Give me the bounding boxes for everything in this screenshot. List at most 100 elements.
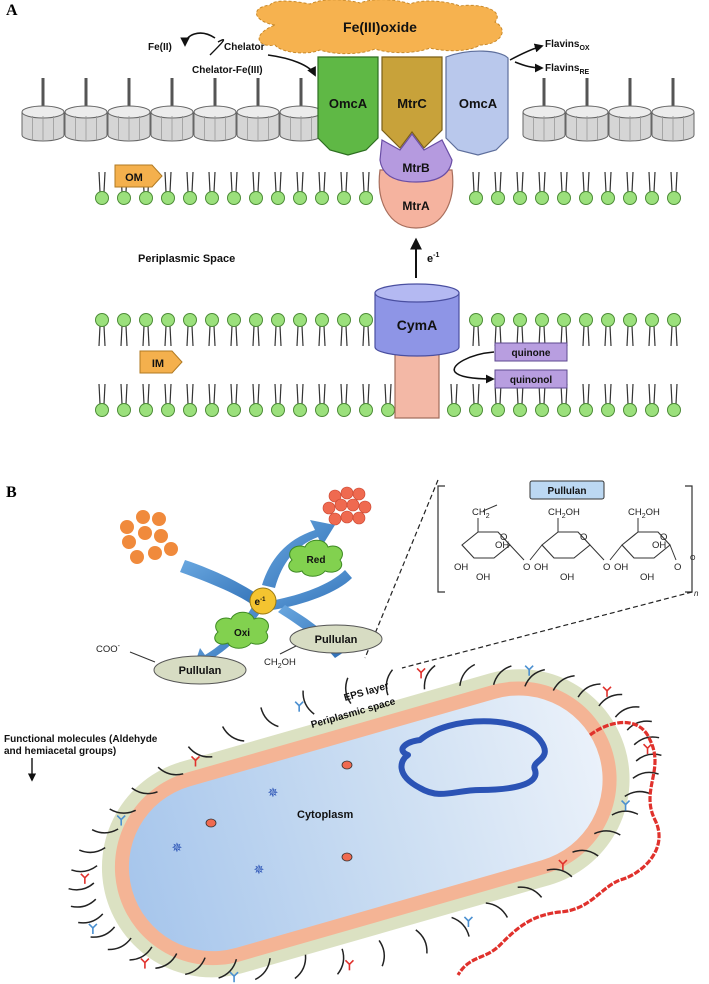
lipid-molecule <box>645 171 659 205</box>
om-porins <box>21 78 695 142</box>
lipid-molecule <box>579 171 593 205</box>
chelator-label: Chelator <box>224 42 265 53</box>
oh-label: OH <box>495 540 509 551</box>
om-lipid-bilayer <box>95 171 681 205</box>
surface-hair <box>593 830 621 836</box>
lipid-molecule <box>513 171 527 205</box>
ring-o-label: O <box>660 532 667 543</box>
quinone-arrow <box>453 351 495 384</box>
surface-hair <box>91 828 119 834</box>
lipid-molecule <box>513 383 527 417</box>
surface-hair <box>71 865 98 873</box>
surface-hair <box>614 706 640 718</box>
oh-label: OH <box>534 562 548 573</box>
pullulan-right-ellipse <box>289 624 383 654</box>
lipid-molecule <box>117 313 131 347</box>
lipid-molecule <box>139 383 153 417</box>
panel-a-letter: A <box>6 2 18 19</box>
surface-hair <box>218 958 238 979</box>
lipid-molecule <box>227 313 241 347</box>
lipid-molecule <box>227 171 241 205</box>
lipid-molecule <box>161 313 175 347</box>
surface-hair <box>577 683 601 698</box>
quinonol-label: quinonol <box>510 375 552 386</box>
im-label: IM <box>152 358 164 370</box>
lipid-molecule <box>315 171 329 205</box>
surface-hair <box>626 720 652 731</box>
lipid-molecule <box>667 171 681 205</box>
surface-hair <box>552 674 575 691</box>
surface-polymers <box>68 663 662 983</box>
surface-hair <box>187 746 213 758</box>
lipid-molecule <box>293 383 307 417</box>
oh-label: OH <box>454 562 468 573</box>
oxidized-particle <box>152 512 166 526</box>
lipid-molecule <box>249 383 263 417</box>
ribosome <box>341 760 353 770</box>
surface-hair <box>336 948 345 975</box>
surface-hair <box>415 929 428 954</box>
lipid-molecule <box>535 313 549 347</box>
surface-hair <box>632 771 659 779</box>
coo-label: COO- <box>96 643 121 655</box>
lipid-molecule <box>469 383 483 417</box>
panel-b: B Pullulan CH2 CH2OH CH2OH <box>4 479 699 983</box>
reduced-particle <box>358 500 372 514</box>
ring-o-label: O <box>580 532 587 543</box>
surface-hair <box>598 693 623 707</box>
lipid-molecule <box>205 383 219 417</box>
reduced-particle <box>328 512 342 526</box>
lipid-molecule <box>227 383 241 417</box>
oh-label: OH <box>560 572 574 583</box>
om-porin <box>651 78 695 142</box>
lipid-molecule <box>337 171 351 205</box>
pullulan-structure: Pullulan CH2 CH2OH CH2OH OH OH OH <box>437 480 699 598</box>
lipid-molecule <box>95 313 109 347</box>
electron-a-label: e-1 <box>427 252 439 265</box>
lipid-molecule <box>293 171 307 205</box>
cyma-protein: CymA <box>374 283 460 419</box>
dna-loop <box>398 718 548 797</box>
lipid-molecule <box>95 171 109 205</box>
electron-b-label: e-1 <box>255 597 267 608</box>
pullulan-box <box>529 480 605 500</box>
lipid-molecule <box>513 313 527 347</box>
oh-label: OH <box>476 572 490 583</box>
surface-hair <box>131 787 158 795</box>
lipid-molecule <box>249 313 263 347</box>
coo-bond <box>129 651 156 663</box>
lipid-molecule <box>381 383 395 417</box>
ch2oh-low-label: CH2OH <box>264 657 296 670</box>
fe2-arrow <box>180 32 216 47</box>
reduced-particle <box>352 487 366 501</box>
functional-molecule <box>88 923 98 934</box>
omca-right-label: OmcA <box>459 96 498 111</box>
flavins-ox-arrow <box>509 43 544 61</box>
lipid-molecule <box>117 383 131 417</box>
functional-molecule <box>190 755 201 767</box>
surface-hair <box>624 790 651 798</box>
omca-left-protein <box>317 56 379 156</box>
functional-molecule <box>524 665 534 676</box>
lipid-molecule <box>315 313 329 347</box>
flavins-re-label: FlavinsRE <box>545 63 590 76</box>
oxidized-particle <box>136 510 150 524</box>
pullulan-right-label: Pullulan <box>315 634 358 646</box>
mtrc-label: MtrC <box>397 96 427 111</box>
lipid-molecule <box>491 383 505 417</box>
o-labels: O O O O O O O <box>500 532 696 573</box>
omca-left-label: OmcA <box>329 96 368 111</box>
red-label: Red <box>307 555 326 566</box>
star-particle: ✵ <box>268 785 279 800</box>
lipid-molecule <box>337 383 351 417</box>
fe-oxide-cloud <box>256 0 503 55</box>
surface-hair <box>109 808 137 814</box>
reduced-particle <box>340 510 354 524</box>
mtra-protein <box>378 169 454 229</box>
surface-hair <box>485 902 509 918</box>
reduced-particle <box>328 489 342 503</box>
surface-hair <box>517 886 543 898</box>
reduced-particle <box>322 501 336 515</box>
lipid-molecule <box>205 313 219 347</box>
